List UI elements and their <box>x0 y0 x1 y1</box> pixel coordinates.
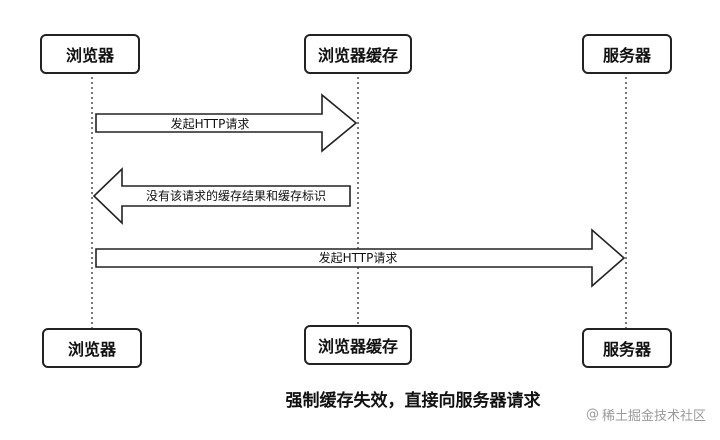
diagram-caption: 强制缓存失效，直接向服务器请求 <box>285 391 541 411</box>
participant-browser-cache-bottom: 浏览器缓存 <box>304 325 412 365</box>
participant-server-top: 服务器 <box>582 34 672 74</box>
message-arrow-3 <box>95 228 626 288</box>
message-label-2: 没有该请求的缓存结果和缓存标识 <box>146 188 326 203</box>
watermark-text: 稀土掘金技术社区 <box>601 409 706 424</box>
message-label-1: 发起HTTP请求 <box>171 116 250 131</box>
participant-server-bottom: 服务器 <box>582 328 672 368</box>
participant-browser-cache-top: 浏览器缓存 <box>304 34 412 74</box>
participant-browser-bottom: 浏览器 <box>42 328 142 368</box>
message-arrow-2 <box>92 167 351 225</box>
at-sign-icon: @ <box>585 407 599 422</box>
message-arrow-1 <box>95 93 358 153</box>
participant-browser-top: 浏览器 <box>40 34 140 74</box>
message-label-3: 发起HTTP请求 <box>319 250 398 265</box>
watermark: @ 稀土掘金技术社区 <box>586 405 706 424</box>
